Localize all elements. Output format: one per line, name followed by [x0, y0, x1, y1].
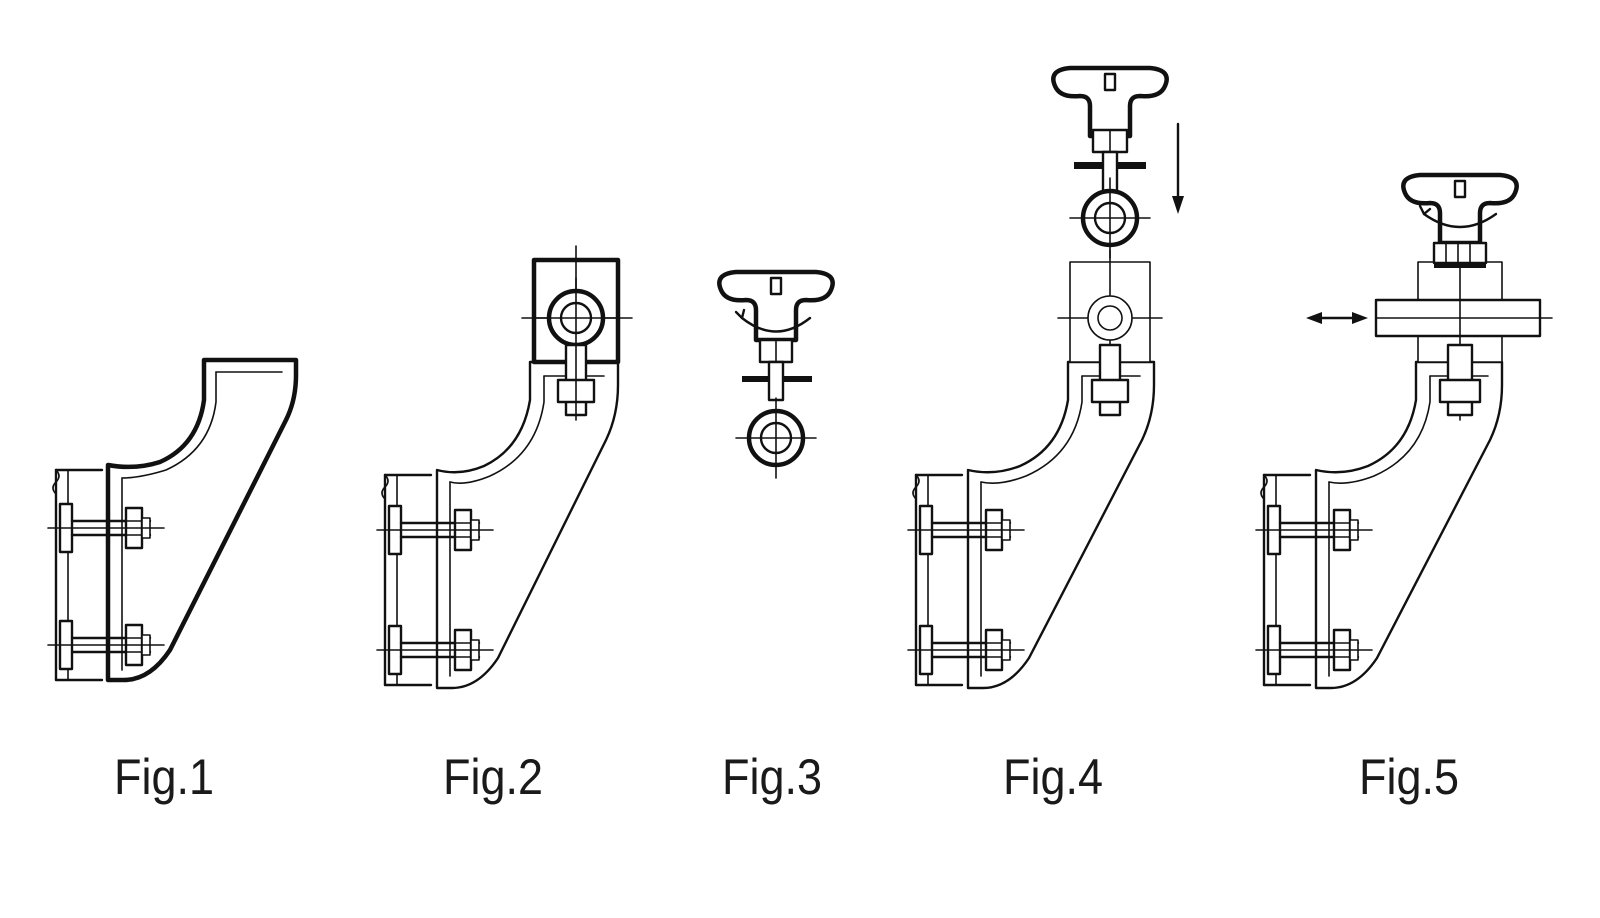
figure-1-bracket-drawing	[46, 357, 299, 683]
figure-5-label: Fig.5	[1359, 749, 1460, 805]
figure-3-label: Fig.3	[722, 749, 823, 805]
figure-2-bracket-with-clamp	[375, 245, 633, 690]
figure-5-final-assembly	[1254, 175, 1553, 690]
figure-4-assembly-step	[906, 68, 1184, 690]
figure-1-label: Fig.1	[114, 749, 215, 805]
figure-2-label: Fig.2	[443, 749, 544, 805]
figure-3-clamping-element	[719, 272, 832, 478]
figure-4-label: Fig.4	[1003, 749, 1104, 805]
